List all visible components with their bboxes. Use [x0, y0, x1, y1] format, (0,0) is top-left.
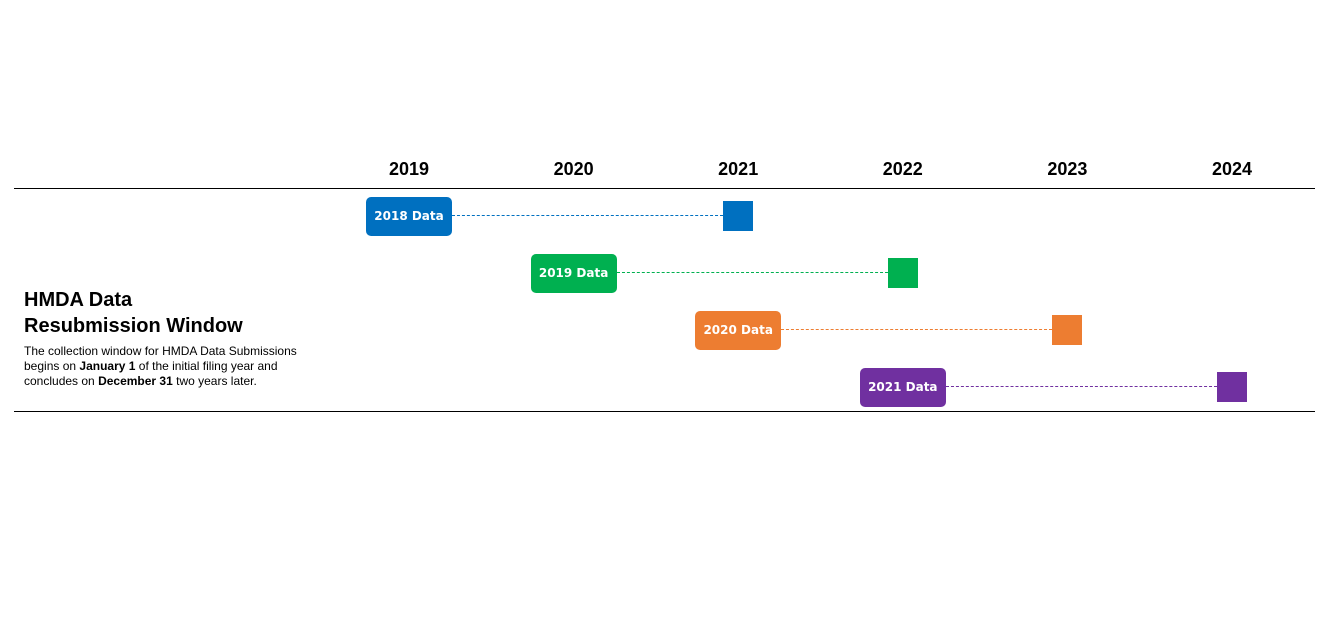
window-end-marker — [887, 258, 918, 288]
description-text-2: of the initial filing year and concludes… — [24, 359, 278, 388]
connector-line — [781, 329, 1053, 330]
year-label-2021: 2021 — [718, 159, 759, 179]
description-bold-start: January 1 — [79, 359, 136, 373]
year-label-2023: 2023 — [1047, 159, 1088, 179]
data-year-pill: 2020 Data — [695, 310, 782, 350]
year-label-2019: 2019 — [388, 159, 430, 179]
data-year-pill: 2021 Data — [859, 367, 946, 407]
diagram-title-line-1: HMDA Data — [24, 289, 133, 311]
diagram-title-line-2: Resubmission Window — [24, 315, 243, 337]
description-text-1: The collection window for HMDA Data Subm… — [24, 344, 297, 373]
connector-line — [452, 215, 724, 216]
year-label-2024: 2024 — [1211, 159, 1253, 179]
top-rule — [14, 188, 1315, 189]
window-end-marker — [723, 201, 754, 231]
window-end-marker — [1052, 315, 1083, 345]
description-text-3: two years later. — [172, 374, 257, 388]
connector-line — [945, 386, 1217, 387]
connector-line — [616, 272, 888, 273]
data-year-pill: 2019 Data — [530, 253, 617, 293]
description: The collection window for HMDA Data Subm… — [24, 344, 324, 389]
window-end-marker — [1217, 372, 1247, 402]
data-year-pill: 2018 Data — [366, 196, 452, 236]
title-block: HMDA Data Resubmission Window The collec… — [24, 287, 324, 389]
year-label-2020: 2020 — [553, 159, 594, 179]
bottom-rule — [14, 411, 1315, 412]
year-label-2022: 2022 — [882, 159, 923, 179]
description-bold-end: December 31 — [98, 374, 173, 388]
